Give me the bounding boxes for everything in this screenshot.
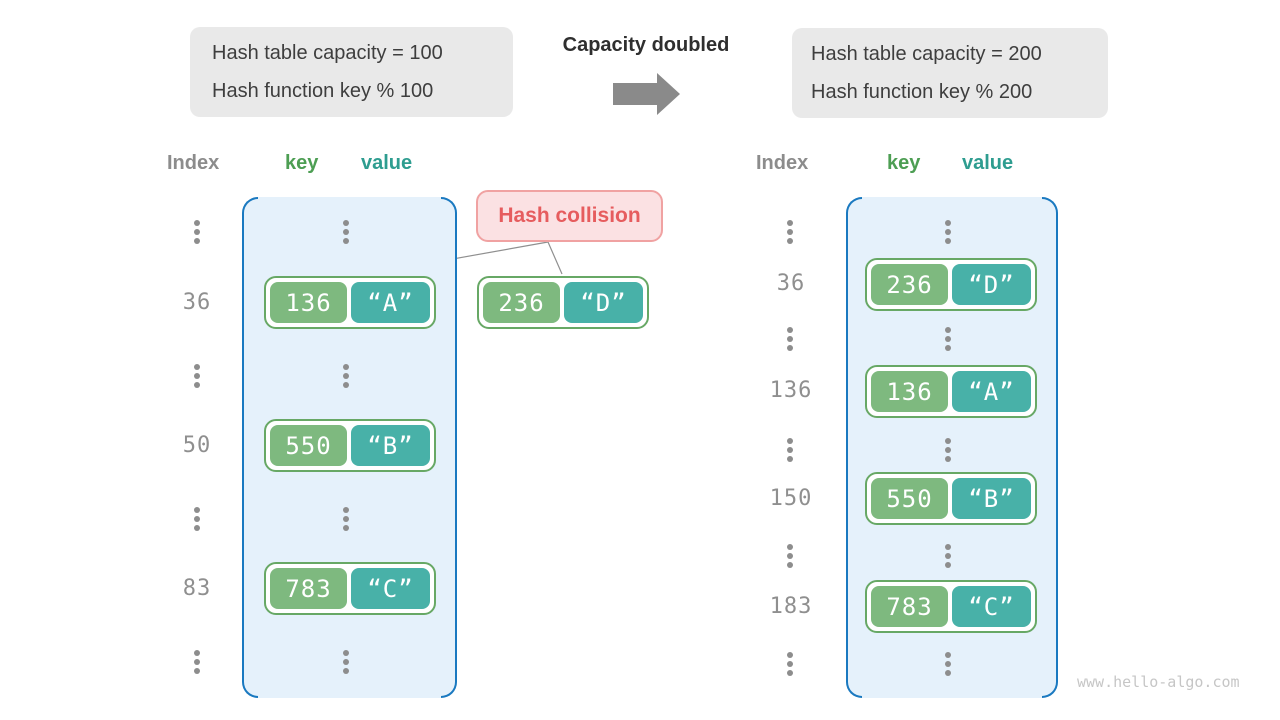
pair-key-cell: 236 bbox=[483, 282, 560, 323]
after-header-index: Index bbox=[756, 152, 809, 174]
after-header-value: value bbox=[962, 152, 1014, 174]
ellipsis-dots bbox=[343, 650, 349, 674]
after-index-label: 36 bbox=[776, 271, 806, 296]
ellipsis-dots bbox=[194, 364, 200, 388]
ellipsis-dots bbox=[945, 220, 951, 244]
pair-key-cell: 550 bbox=[270, 425, 347, 466]
before-header-key: key bbox=[285, 152, 319, 174]
ellipsis-dots bbox=[787, 544, 793, 568]
before-header-index: Index bbox=[167, 152, 220, 174]
before-info-line2: Hash function key % 100 bbox=[212, 79, 434, 102]
pair-value-cell: “C” bbox=[351, 568, 430, 609]
after-index-label: 150 bbox=[769, 486, 813, 511]
hash-collision-callout: Hash collision bbox=[476, 190, 663, 242]
pair-value-cell: “D” bbox=[564, 282, 643, 323]
before-header-value: value bbox=[361, 152, 413, 174]
watermark: www.hello-algo.com bbox=[1077, 673, 1240, 691]
ellipsis-dots bbox=[194, 220, 200, 244]
pair-key-cell: 783 bbox=[871, 586, 948, 627]
ellipsis-dots bbox=[787, 438, 793, 462]
ellipsis-dots bbox=[194, 507, 200, 531]
kv-pair-136-A: 136 “A” bbox=[264, 276, 436, 329]
ellipsis-dots bbox=[194, 650, 200, 674]
kv-pair-550-B: 550 “B” bbox=[264, 419, 436, 472]
after-info-line2: Hash function key % 200 bbox=[811, 80, 1033, 103]
kv-pair-783-C-after: 783 “C” bbox=[865, 580, 1037, 633]
pair-value-cell: “A” bbox=[351, 282, 430, 323]
capacity-doubled-label: Capacity doubled bbox=[562, 34, 730, 56]
ellipsis-dots bbox=[945, 327, 951, 351]
pair-value-cell: “B” bbox=[952, 478, 1031, 519]
pair-key-cell: 550 bbox=[871, 478, 948, 519]
kv-pair-783-C: 783 “C” bbox=[264, 562, 436, 615]
before-index-label: 36 bbox=[182, 290, 212, 315]
ellipsis-dots bbox=[343, 507, 349, 531]
after-header-key: key bbox=[887, 152, 921, 174]
ellipsis-dots bbox=[945, 544, 951, 568]
ellipsis-dots bbox=[787, 327, 793, 351]
after-index-label: 183 bbox=[769, 594, 813, 619]
kv-pair-236-D-after: 236 “D” bbox=[865, 258, 1037, 311]
before-index-label: 50 bbox=[182, 433, 212, 458]
after-info-box: Hash table capacity = 200 Hash function … bbox=[792, 28, 1108, 118]
kv-pair-550-B-after: 550 “B” bbox=[865, 472, 1037, 525]
ellipsis-dots bbox=[787, 220, 793, 244]
capacity-doubled-arrow-icon bbox=[613, 72, 681, 117]
kv-pair-136-A-after: 136 “A” bbox=[865, 365, 1037, 418]
before-info-box: Hash table capacity = 100 Hash function … bbox=[190, 27, 513, 117]
pair-value-cell: “A” bbox=[952, 371, 1031, 412]
before-info-line1: Hash table capacity = 100 bbox=[212, 41, 443, 64]
pair-value-cell: “D” bbox=[952, 264, 1031, 305]
kv-pair-236-D: 236 “D” bbox=[477, 276, 649, 329]
before-index-label: 83 bbox=[182, 576, 212, 601]
after-info-line1: Hash table capacity = 200 bbox=[811, 42, 1042, 65]
ellipsis-dots bbox=[343, 220, 349, 244]
pair-key-cell: 136 bbox=[270, 282, 347, 323]
pair-value-cell: “B” bbox=[351, 425, 430, 466]
ellipsis-dots bbox=[945, 438, 951, 462]
after-index-label: 136 bbox=[769, 378, 813, 403]
pair-key-cell: 783 bbox=[270, 568, 347, 609]
pair-value-cell: “C” bbox=[952, 586, 1031, 627]
ellipsis-dots bbox=[343, 364, 349, 388]
pair-key-cell: 236 bbox=[871, 264, 948, 305]
ellipsis-dots bbox=[787, 652, 793, 676]
ellipsis-dots bbox=[945, 652, 951, 676]
pair-key-cell: 136 bbox=[871, 371, 948, 412]
